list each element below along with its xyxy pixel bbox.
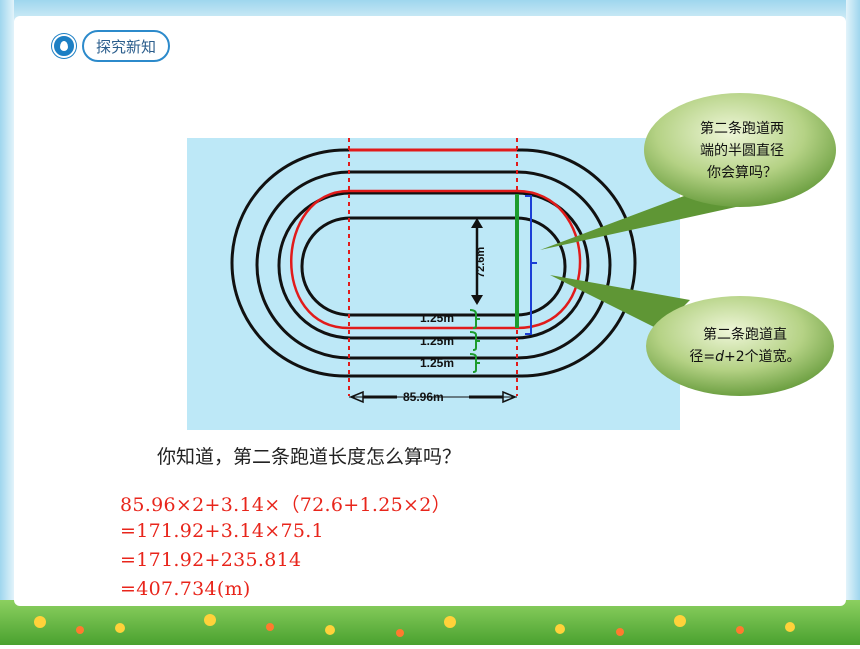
callout-bottom-variable: d: [715, 349, 724, 365]
track-lane-3: [255, 170, 612, 360]
calc-line-1: 85.96×2+3.14×（72.6+1.25×2）: [120, 494, 451, 516]
calc-line-3: =171.92+235.814: [120, 549, 302, 571]
callout-bottom-bubble: [550, 275, 834, 396]
lane-brace-3: [469, 353, 480, 373]
flower-decoration: [34, 614, 795, 637]
frame-left: [0, 0, 14, 645]
track-inner: [300, 216, 567, 317]
callout-bottom-line-2: 径=d+2个道宽。: [675, 346, 815, 368]
location-pin-icon: [52, 34, 76, 58]
callout-bottom-line-1: 第二条跑道直: [703, 327, 787, 343]
label-lane-2: 1.25m: [420, 334, 454, 348]
section-header: 探究新知: [52, 30, 171, 62]
label-diameter: 72.6m: [475, 247, 487, 278]
callout-top-line-2: 端的半圆直径: [700, 143, 784, 159]
section-title: 探究新知: [82, 30, 171, 62]
diameter-blue-bracket: [525, 195, 537, 335]
label-lane-3: 1.25m: [420, 356, 454, 370]
track-lane-2-black: [277, 191, 590, 340]
label-lane-1: 1.25m: [420, 311, 454, 325]
arrow-head-up: [471, 218, 483, 228]
calc-line-4: =407.734(m): [120, 578, 251, 600]
arrow-head-down: [471, 295, 483, 305]
calc-line-2: =171.92+3.14×75.1: [120, 520, 324, 542]
question-text: 你知道，第二条跑道长度怎么算吗？: [157, 446, 462, 468]
lane-brace-1: [469, 309, 480, 329]
callout-bottom-suffix: +2个道宽。: [723, 349, 801, 365]
callout-bottom-text: 第二条跑道直 径=d+2个道宽。: [675, 324, 815, 368]
label-straight: 85.96m: [403, 390, 444, 404]
lane-brace-2: [469, 331, 480, 351]
frame-right: [846, 0, 860, 645]
callout-top-bubble: [540, 93, 836, 250]
callout-top-text: 第二条跑道两 端的半圆直径 你会算吗？: [672, 118, 812, 184]
grass-border: [0, 600, 860, 645]
callout-bottom-prefix: 径=: [689, 349, 716, 365]
callout-top-line-3: 你会算吗？: [707, 165, 777, 181]
track-svg: 72.6m 1.25m 1.25m 1.25m 85.96m: [230, 138, 637, 404]
callout-top-line-1: 第二条跑道两: [700, 121, 784, 137]
